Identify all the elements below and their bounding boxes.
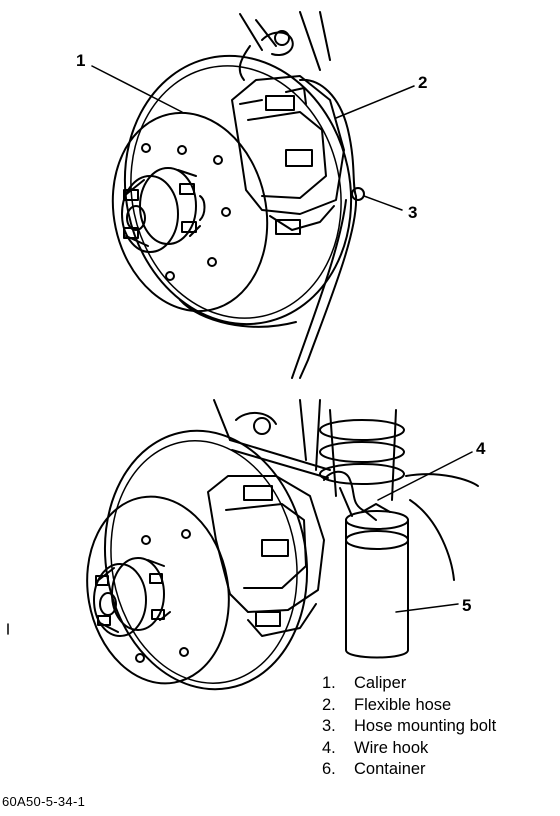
callout-3: 3 <box>408 203 418 222</box>
coil-spring <box>319 409 405 501</box>
legend-item: 1. Caliper <box>322 673 496 695</box>
top-brake-assembly <box>91 11 415 379</box>
callout-2: 2 <box>418 73 428 92</box>
legend-number: 1. <box>322 674 336 692</box>
legend-label: Container <box>354 760 426 778</box>
legend-number: 6. <box>322 760 336 778</box>
callout-5: 5 <box>462 596 472 615</box>
legend-number: 4. <box>322 738 336 757</box>
rotor-face <box>111 111 269 313</box>
legend-item: 4. Wire hook <box>322 738 496 760</box>
legend-number: 2. <box>322 695 336 714</box>
callout-4: 4 <box>476 439 486 458</box>
legend-label: Wire hook <box>354 738 429 757</box>
figure-code: 60A50-5-34-1 <box>2 794 86 809</box>
bottom-brake-assembly <box>86 399 479 691</box>
legend-label: Flexible hose <box>354 695 452 714</box>
wheel-hub-bottom <box>93 557 171 637</box>
legend-item: 6. Container <box>322 759 496 781</box>
parts-legend: 1. Caliper 2. Flexible hose 3. Hose mountin… <box>322 673 496 781</box>
caliper-top <box>231 75 345 235</box>
wheel-hub <box>121 167 206 253</box>
caliper-bottom <box>207 475 325 637</box>
legend-number: 3. <box>322 717 336 735</box>
legend-label: Caliper <box>354 674 407 692</box>
flexible-hose-top <box>299 78 358 379</box>
hose-mounting-bolt-top <box>351 187 365 201</box>
legend-label: Hose mounting bolt <box>354 717 497 735</box>
legend-item: 2. Flexible hose <box>322 695 496 717</box>
legend-item: 3. Hose mounting bolt <box>322 716 496 738</box>
wire-hook <box>323 470 377 521</box>
container <box>345 503 409 659</box>
callout-1: 1 <box>76 51 86 70</box>
